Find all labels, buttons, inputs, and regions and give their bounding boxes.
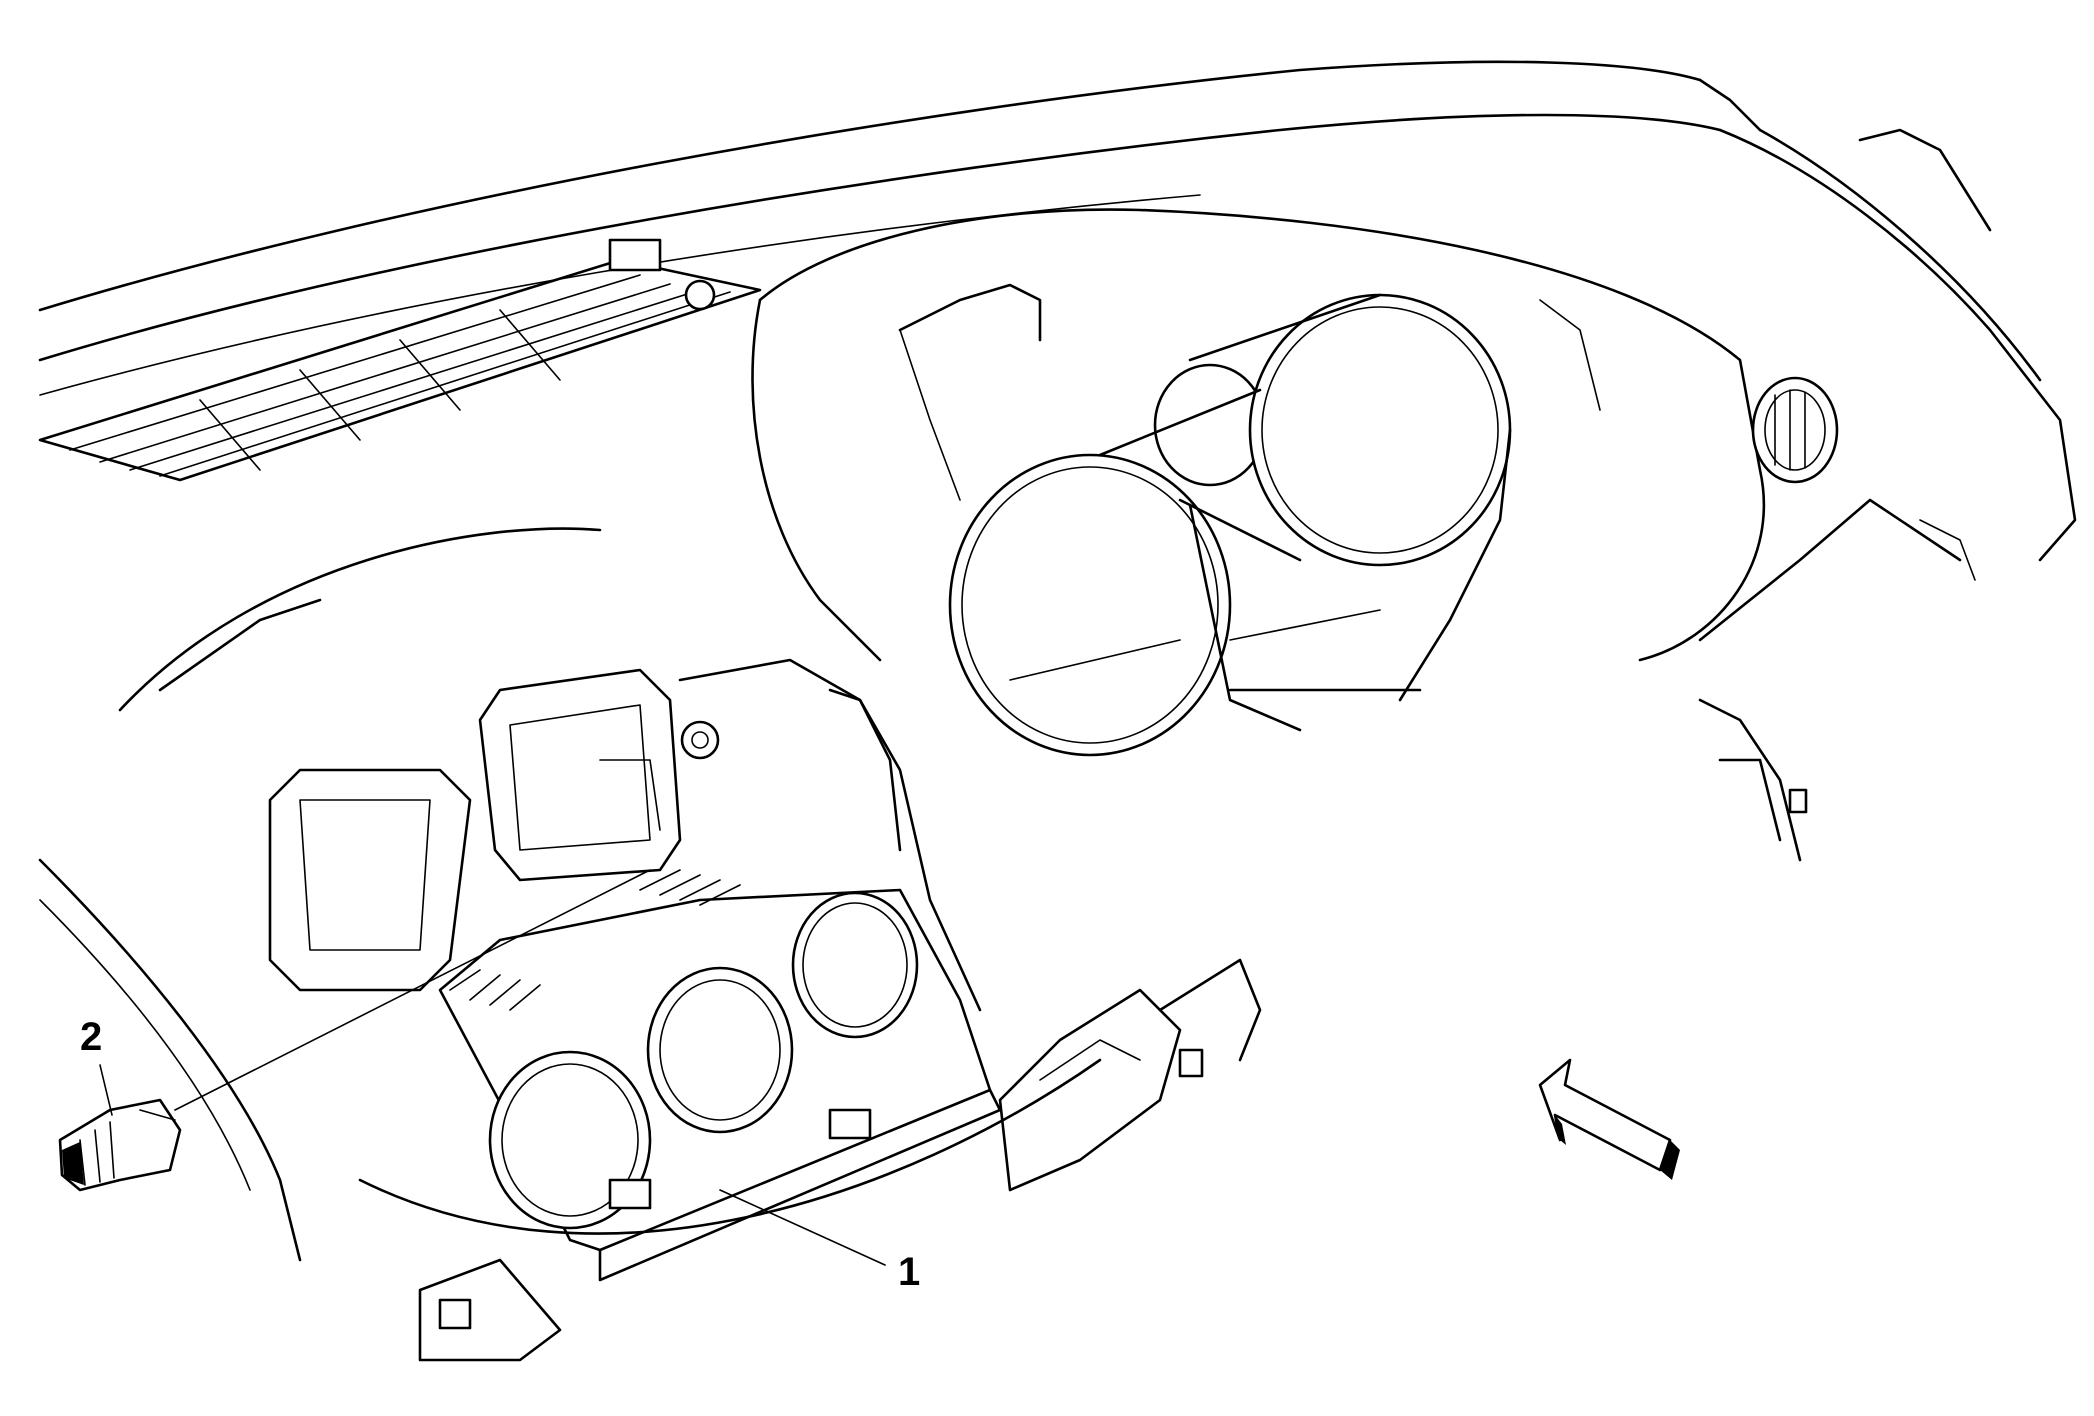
defroster-grille [38, 238, 762, 482]
leader-lines [99, 869, 886, 1266]
part-2-component [58, 1098, 182, 1192]
center-stack [118, 527, 982, 1012]
direction-arrow-icon [1538, 1058, 1680, 1180]
gauge-openings [948, 293, 1512, 757]
right-side-vent [1698, 128, 1992, 862]
dashboard-top-surface [38, 60, 2077, 562]
lower-dash-body [38, 858, 1262, 1362]
leader-line-2 [99, 1064, 113, 1116]
leader-line-2-extension [174, 869, 651, 1111]
leader-line-1 [719, 1189, 886, 1266]
control-bezel [438, 869, 1002, 1282]
callout-1: 1 [898, 1250, 920, 1294]
callout-2: 2 [80, 1015, 102, 1059]
cluster-hood [751, 208, 1766, 662]
